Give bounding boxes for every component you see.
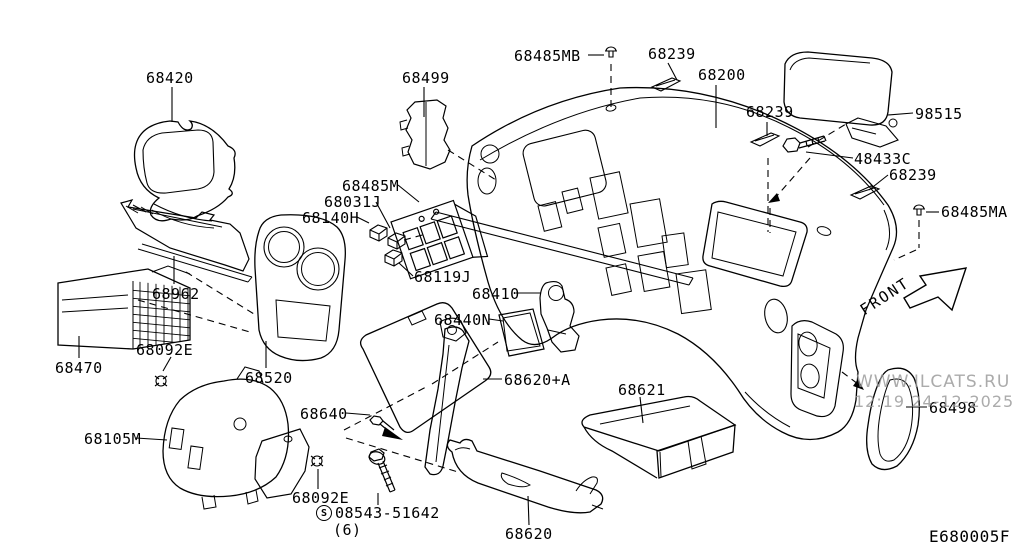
part-label-68620[interactable]: 68620: [505, 525, 553, 543]
part-label-68092E-lower[interactable]: 68092E: [292, 489, 350, 507]
part-label-68440N[interactable]: 68440N: [434, 311, 492, 329]
arrowhead-48433C: [768, 193, 780, 203]
part-label-68640[interactable]: 68640: [300, 405, 348, 423]
screw-symbol-icon: S: [316, 505, 332, 521]
part-label-68962[interactable]: 68962: [152, 285, 200, 303]
part-68200-instrument-panel: [430, 86, 898, 441]
part-label-68092E-upper[interactable]: 68092E: [136, 341, 194, 359]
screw-number: 08543-51642: [335, 504, 440, 522]
part-label-68105M[interactable]: 68105M: [84, 430, 142, 448]
diagram-code: E680005F: [929, 527, 1011, 546]
part-68440N-pad: [498, 308, 545, 357]
part-label-68499[interactable]: 68499: [402, 69, 450, 87]
part-68520-center-cluster-lid: [254, 214, 346, 362]
part-label-68485MB[interactable]: 68485MB: [514, 47, 581, 65]
part-label-68031J[interactable]: 68031J: [324, 193, 382, 211]
part-68620-lower-trim: [446, 438, 604, 514]
screw-quantity: (6): [333, 521, 362, 539]
part-label-68470[interactable]: 68470: [55, 359, 103, 377]
part-label-68420[interactable]: 68420: [146, 69, 194, 87]
clip-68140H-icon: [369, 224, 388, 242]
fastener-68485MB-icon: [604, 46, 618, 58]
part-68470-bracket-grille: [57, 265, 191, 350]
part-68105M-column-cover: [162, 366, 310, 510]
part-68962-cluster-lower-trim: [120, 199, 253, 283]
part-label-98515[interactable]: 98515: [915, 105, 963, 123]
part-68499-bracket: [399, 99, 451, 170]
part-label-68485M[interactable]: 68485M: [342, 177, 400, 195]
clip-68239-mid-icon: [750, 132, 780, 147]
part-label-48433C[interactable]: 48433C: [854, 150, 912, 168]
part-68410-bracket: [539, 280, 580, 353]
screw-08543-icon: [368, 448, 396, 493]
part-label-68410[interactable]: 68410: [472, 285, 520, 303]
part-label-68239-mid[interactable]: 68239: [746, 103, 794, 121]
part-label-68620A[interactable]: 68620+A: [504, 371, 571, 389]
arrowhead-68498: [853, 379, 864, 390]
part-68621-glove-box: [581, 395, 737, 479]
part-label-68200[interactable]: 68200: [698, 66, 746, 84]
part-label-68119J[interactable]: 68119J: [414, 268, 472, 286]
clip-68031J-icon: [387, 232, 406, 250]
bolt-48433C-icon: [782, 135, 827, 153]
part-label-68485MA[interactable]: 68485MA: [941, 203, 1008, 221]
watermark-site: WWW.ILCATS.RU: [856, 372, 1011, 392]
part-label-screw-08543-51642[interactable]: S 08543-51642: [316, 505, 440, 521]
part-label-68239-top[interactable]: 68239: [648, 45, 696, 63]
part-98515-airbag-lid: [783, 51, 899, 148]
part-label-68498[interactable]: 68498: [929, 399, 977, 417]
front-direction-arrow-icon: [903, 267, 968, 312]
bolt-68640-icon: [369, 415, 403, 440]
leader-lines: [78, 54, 939, 526]
part-68485M-switch-panel: [390, 199, 489, 280]
fastener-68485MA-icon: [912, 204, 926, 216]
part-label-68621[interactable]: 68621: [618, 381, 666, 399]
part-68620A-lower-panel: [359, 302, 492, 476]
part-label-68239-right[interactable]: 68239: [889, 166, 937, 184]
part-label-68520[interactable]: 68520: [245, 369, 293, 387]
clip-68092E-lower-icon: [310, 455, 324, 467]
watermark-timestamp: 12:19 24-12-2025: [854, 392, 1015, 411]
construction-lines: [137, 64, 920, 473]
part-68498-side-finisher: [866, 367, 920, 471]
clip-68092E-upper-icon: [154, 375, 168, 387]
part-label-68140H[interactable]: 68140H: [302, 209, 360, 227]
